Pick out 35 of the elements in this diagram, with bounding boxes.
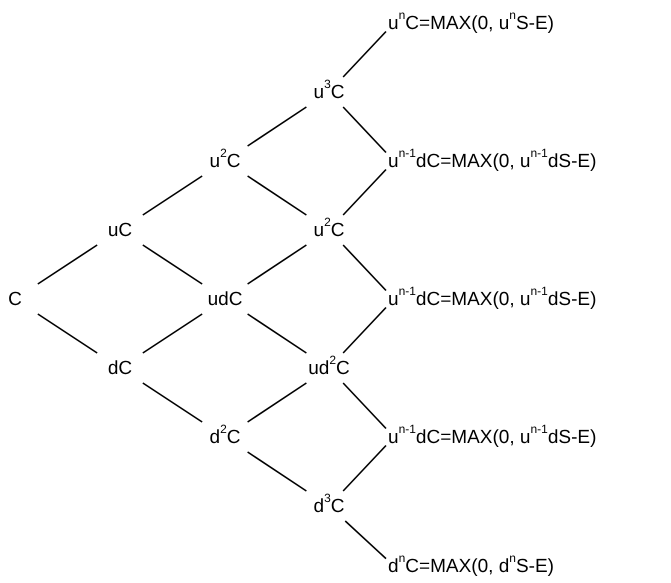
connector-line [342,444,387,492]
connector-line [247,451,307,492]
node-label: u$^{n-1}$dC=MAX(0, u$^{n-1}$dS-E) [388,422,596,452]
node-label: d$^{n}$C=MAX(0, d$^{n}$S-E) [388,551,554,581]
node-label: uC [96,215,144,245]
connector-line [142,175,203,216]
connector-line [142,244,203,285]
connector-line [142,313,203,354]
connector-line [344,520,387,560]
node-label: C [0,284,39,314]
connector-line [342,168,387,216]
connector-line [342,306,387,354]
node-label: u$^{n-1}$dC=MAX(0, u$^{n-1}$dS-E) [388,284,596,314]
connector-line [247,106,307,147]
node-label: d$^{2}$C [201,422,249,452]
connector-line [142,382,203,423]
node-label: dC [96,353,144,383]
connector-line [37,244,98,285]
node-label: udC [201,284,249,314]
connector-line [247,244,307,285]
connector-line [247,313,307,354]
connector-line [342,244,387,292]
node-label: d$^{3}$C [305,491,353,521]
node-label: u$^{n-1}$dC=MAX(0, u$^{n-1}$dS-E) [388,146,596,176]
node-label: ud$^{2}$C [305,353,353,383]
connector-line [247,382,307,423]
node-label: u$^{2}$C [305,215,353,245]
connector-line [247,175,307,216]
connector-line [342,382,387,430]
connector-line [37,313,98,354]
connector-line [342,30,387,78]
node-label: u$^{2}$C [201,146,249,176]
node-label: u$^{n}$C=MAX(0, u$^{n}$S-E) [388,8,554,38]
node-label: u$^{3}$C [305,77,353,107]
connector-line [342,106,387,154]
